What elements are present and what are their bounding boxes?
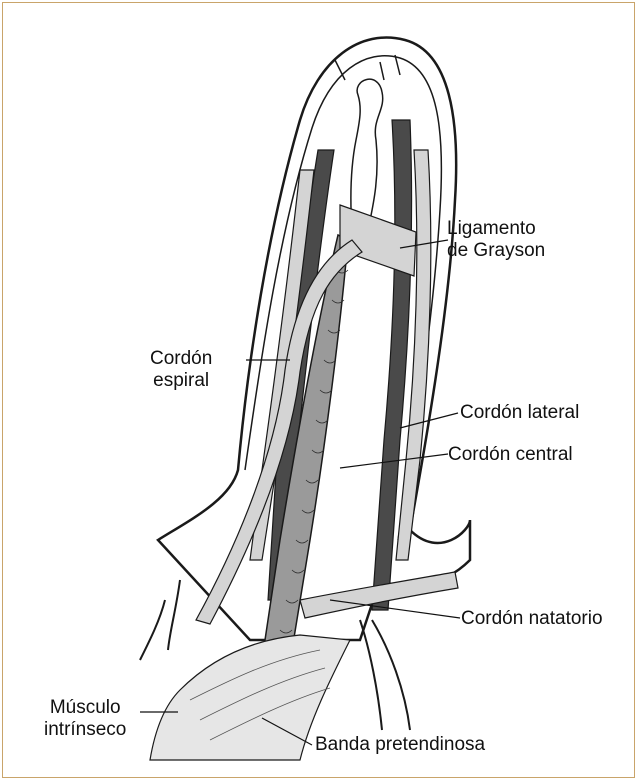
label-spiral-cord: Cordón espiral <box>150 348 212 392</box>
label-grayson-ligament: Ligamento de Grayson <box>447 218 545 262</box>
label-musculo-line2: intrínseco <box>44 719 126 741</box>
label-central-cord: Cordón central <box>448 444 573 466</box>
label-natatory-cord: Cordón natatorio <box>461 608 603 630</box>
label-pretendinous-band: Banda pretendinosa <box>315 734 485 756</box>
label-grayson-line1: Ligamento <box>447 218 545 240</box>
label-espiral-line1: Cordón <box>150 348 212 370</box>
label-lateral-cord: Cordón lateral <box>460 402 579 424</box>
label-espiral-line2: espiral <box>150 370 212 392</box>
label-musculo-line1: Músculo <box>44 697 126 719</box>
vessel-branch-left <box>140 580 180 660</box>
label-intrinsic-muscle: Músculo intrínseco <box>44 697 126 741</box>
vessel-branch-right <box>360 620 410 730</box>
label-grayson-line2: de Grayson <box>447 240 545 262</box>
